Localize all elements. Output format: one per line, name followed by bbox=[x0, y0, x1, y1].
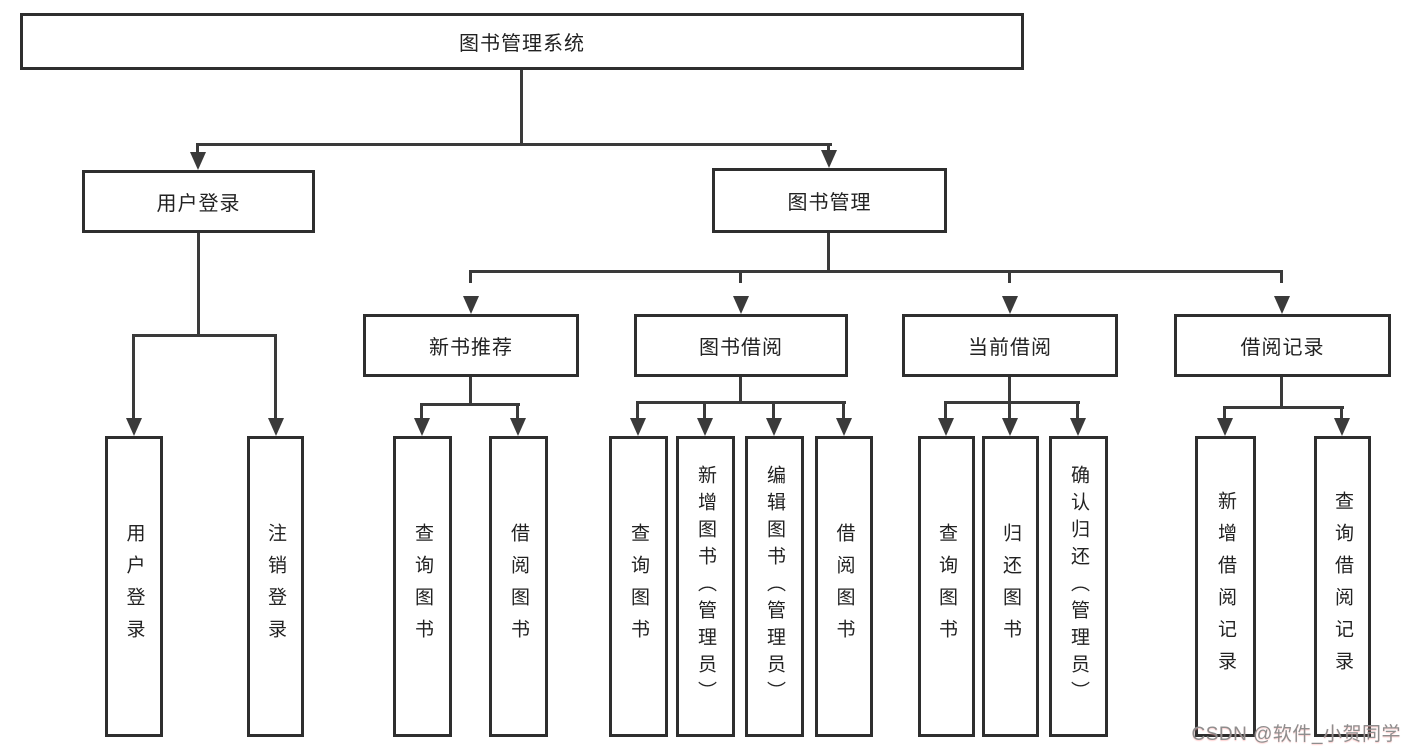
connector-line bbox=[944, 401, 1080, 404]
leaf-query-books-current: 查询图书 bbox=[918, 436, 975, 737]
leaf-query-books-borrow: 查询图书 bbox=[609, 436, 668, 737]
node-new-book-recommend-label: 新书推荐 bbox=[429, 337, 513, 359]
arrow-down-icon bbox=[1002, 418, 1018, 436]
watermark: CSDN @软件_小贺同学 bbox=[1191, 724, 1401, 745]
leaf-confirm-return-admin-label: 确认归还（管理员） bbox=[1068, 465, 1089, 708]
node-user-login: 用户登录 bbox=[82, 170, 315, 233]
connector-line bbox=[520, 70, 523, 146]
leaf-query-books-recommend-label: 查询图书 bbox=[412, 522, 433, 651]
connector-line bbox=[420, 403, 423, 418]
leaf-query-books-borrow-label: 查询图书 bbox=[628, 522, 649, 651]
connector-line bbox=[1223, 406, 1344, 409]
node-root-label: 图书管理系统 bbox=[459, 33, 585, 55]
arrow-down-icon bbox=[190, 152, 206, 170]
connector-line bbox=[197, 233, 200, 337]
arrow-down-icon bbox=[836, 418, 852, 436]
connector-line bbox=[827, 143, 830, 152]
leaf-add-borrow-record-label: 新增借阅记录 bbox=[1215, 490, 1236, 683]
leaf-logout: 注销登录 bbox=[247, 436, 304, 737]
leaf-borrow-books-recommend: 借阅图书 bbox=[489, 436, 548, 737]
connector-line bbox=[274, 334, 277, 420]
connector-line bbox=[196, 143, 832, 146]
leaf-borrow-books-label: 借阅图书 bbox=[833, 522, 855, 651]
leaf-query-borrow-record-label: 查询借阅记录 bbox=[1332, 490, 1353, 683]
connector-line bbox=[469, 377, 472, 406]
node-book-borrow: 图书借阅 bbox=[634, 314, 848, 377]
connector-line bbox=[132, 334, 277, 337]
arrow-down-icon bbox=[697, 418, 713, 436]
connector-line bbox=[842, 401, 845, 418]
arrow-down-icon bbox=[938, 418, 954, 436]
arrow-down-icon bbox=[126, 418, 142, 436]
arrow-down-icon bbox=[821, 150, 837, 168]
connector-line bbox=[132, 334, 135, 420]
node-borrow-records-label: 借阅记录 bbox=[1240, 337, 1325, 359]
connector-line bbox=[703, 401, 706, 418]
arrow-down-icon bbox=[1274, 296, 1290, 314]
connector-line bbox=[516, 403, 519, 418]
connector-line bbox=[1280, 270, 1283, 283]
connector-line bbox=[739, 377, 742, 404]
leaf-return-book: 归还图书 bbox=[982, 436, 1039, 737]
leaf-edit-book-admin: 编辑图书（管理员） bbox=[745, 436, 804, 737]
connector-line bbox=[469, 270, 1283, 273]
leaf-edit-book-admin-label: 编辑图书（管理员） bbox=[764, 465, 785, 708]
arrow-down-icon bbox=[463, 296, 479, 314]
node-borrow-records: 借阅记录 bbox=[1174, 314, 1391, 377]
connector-line bbox=[1008, 270, 1011, 283]
leaf-user-login-label: 用户登录 bbox=[123, 522, 145, 651]
arrow-down-icon bbox=[1217, 418, 1233, 436]
arrow-down-icon bbox=[733, 296, 749, 314]
leaf-query-books-recommend: 查询图书 bbox=[393, 436, 452, 737]
leaf-borrow-books: 借阅图书 bbox=[815, 436, 873, 737]
node-user-login-label: 用户登录 bbox=[156, 193, 241, 215]
connector-line bbox=[420, 403, 520, 406]
node-current-borrow: 当前借阅 bbox=[902, 314, 1118, 377]
leaf-query-books-current-label: 查询图书 bbox=[936, 522, 957, 651]
connector-line bbox=[1008, 377, 1011, 404]
connector-line bbox=[1280, 377, 1283, 409]
leaf-confirm-return-admin: 确认归还（管理员） bbox=[1049, 436, 1108, 737]
arrow-down-icon bbox=[630, 418, 646, 436]
node-root: 图书管理系统 bbox=[20, 13, 1024, 70]
arrow-down-icon bbox=[510, 418, 526, 436]
connector-line bbox=[1076, 401, 1079, 418]
node-book-borrow-label: 图书借阅 bbox=[699, 337, 783, 359]
arrow-down-icon bbox=[766, 418, 782, 436]
arrow-down-icon bbox=[268, 418, 284, 436]
connector-line bbox=[636, 401, 846, 404]
node-current-borrow-label: 当前借阅 bbox=[968, 337, 1052, 359]
arrow-down-icon bbox=[1334, 418, 1350, 436]
leaf-query-borrow-record: 查询借阅记录 bbox=[1314, 436, 1371, 737]
connector-line bbox=[739, 270, 742, 283]
leaf-logout-label: 注销登录 bbox=[265, 522, 286, 651]
connector-line bbox=[944, 401, 947, 418]
node-new-book-recommend: 新书推荐 bbox=[363, 314, 579, 377]
connector-line bbox=[1008, 401, 1011, 418]
leaf-add-book-admin-label: 新增图书（管理员） bbox=[695, 465, 716, 708]
connector-line bbox=[636, 401, 639, 418]
leaf-add-borrow-record: 新增借阅记录 bbox=[1195, 436, 1256, 737]
arrow-down-icon bbox=[1002, 296, 1018, 314]
arrow-down-icon bbox=[1070, 418, 1086, 436]
arrow-down-icon bbox=[414, 418, 430, 436]
leaf-user-login: 用户登录 bbox=[105, 436, 163, 737]
leaf-add-book-admin: 新增图书（管理员） bbox=[676, 436, 735, 737]
connector-line bbox=[772, 401, 775, 418]
leaf-borrow-books-recommend-label: 借阅图书 bbox=[508, 522, 529, 651]
node-book-management: 图书管理 bbox=[712, 168, 947, 233]
connector-line bbox=[1340, 406, 1343, 418]
node-book-management-label: 图书管理 bbox=[787, 192, 872, 214]
connector-line bbox=[469, 270, 472, 283]
connector-line bbox=[1223, 406, 1226, 418]
leaf-return-book-label: 归还图书 bbox=[1000, 522, 1021, 651]
connector-line bbox=[196, 143, 199, 154]
connector-line bbox=[827, 233, 830, 273]
